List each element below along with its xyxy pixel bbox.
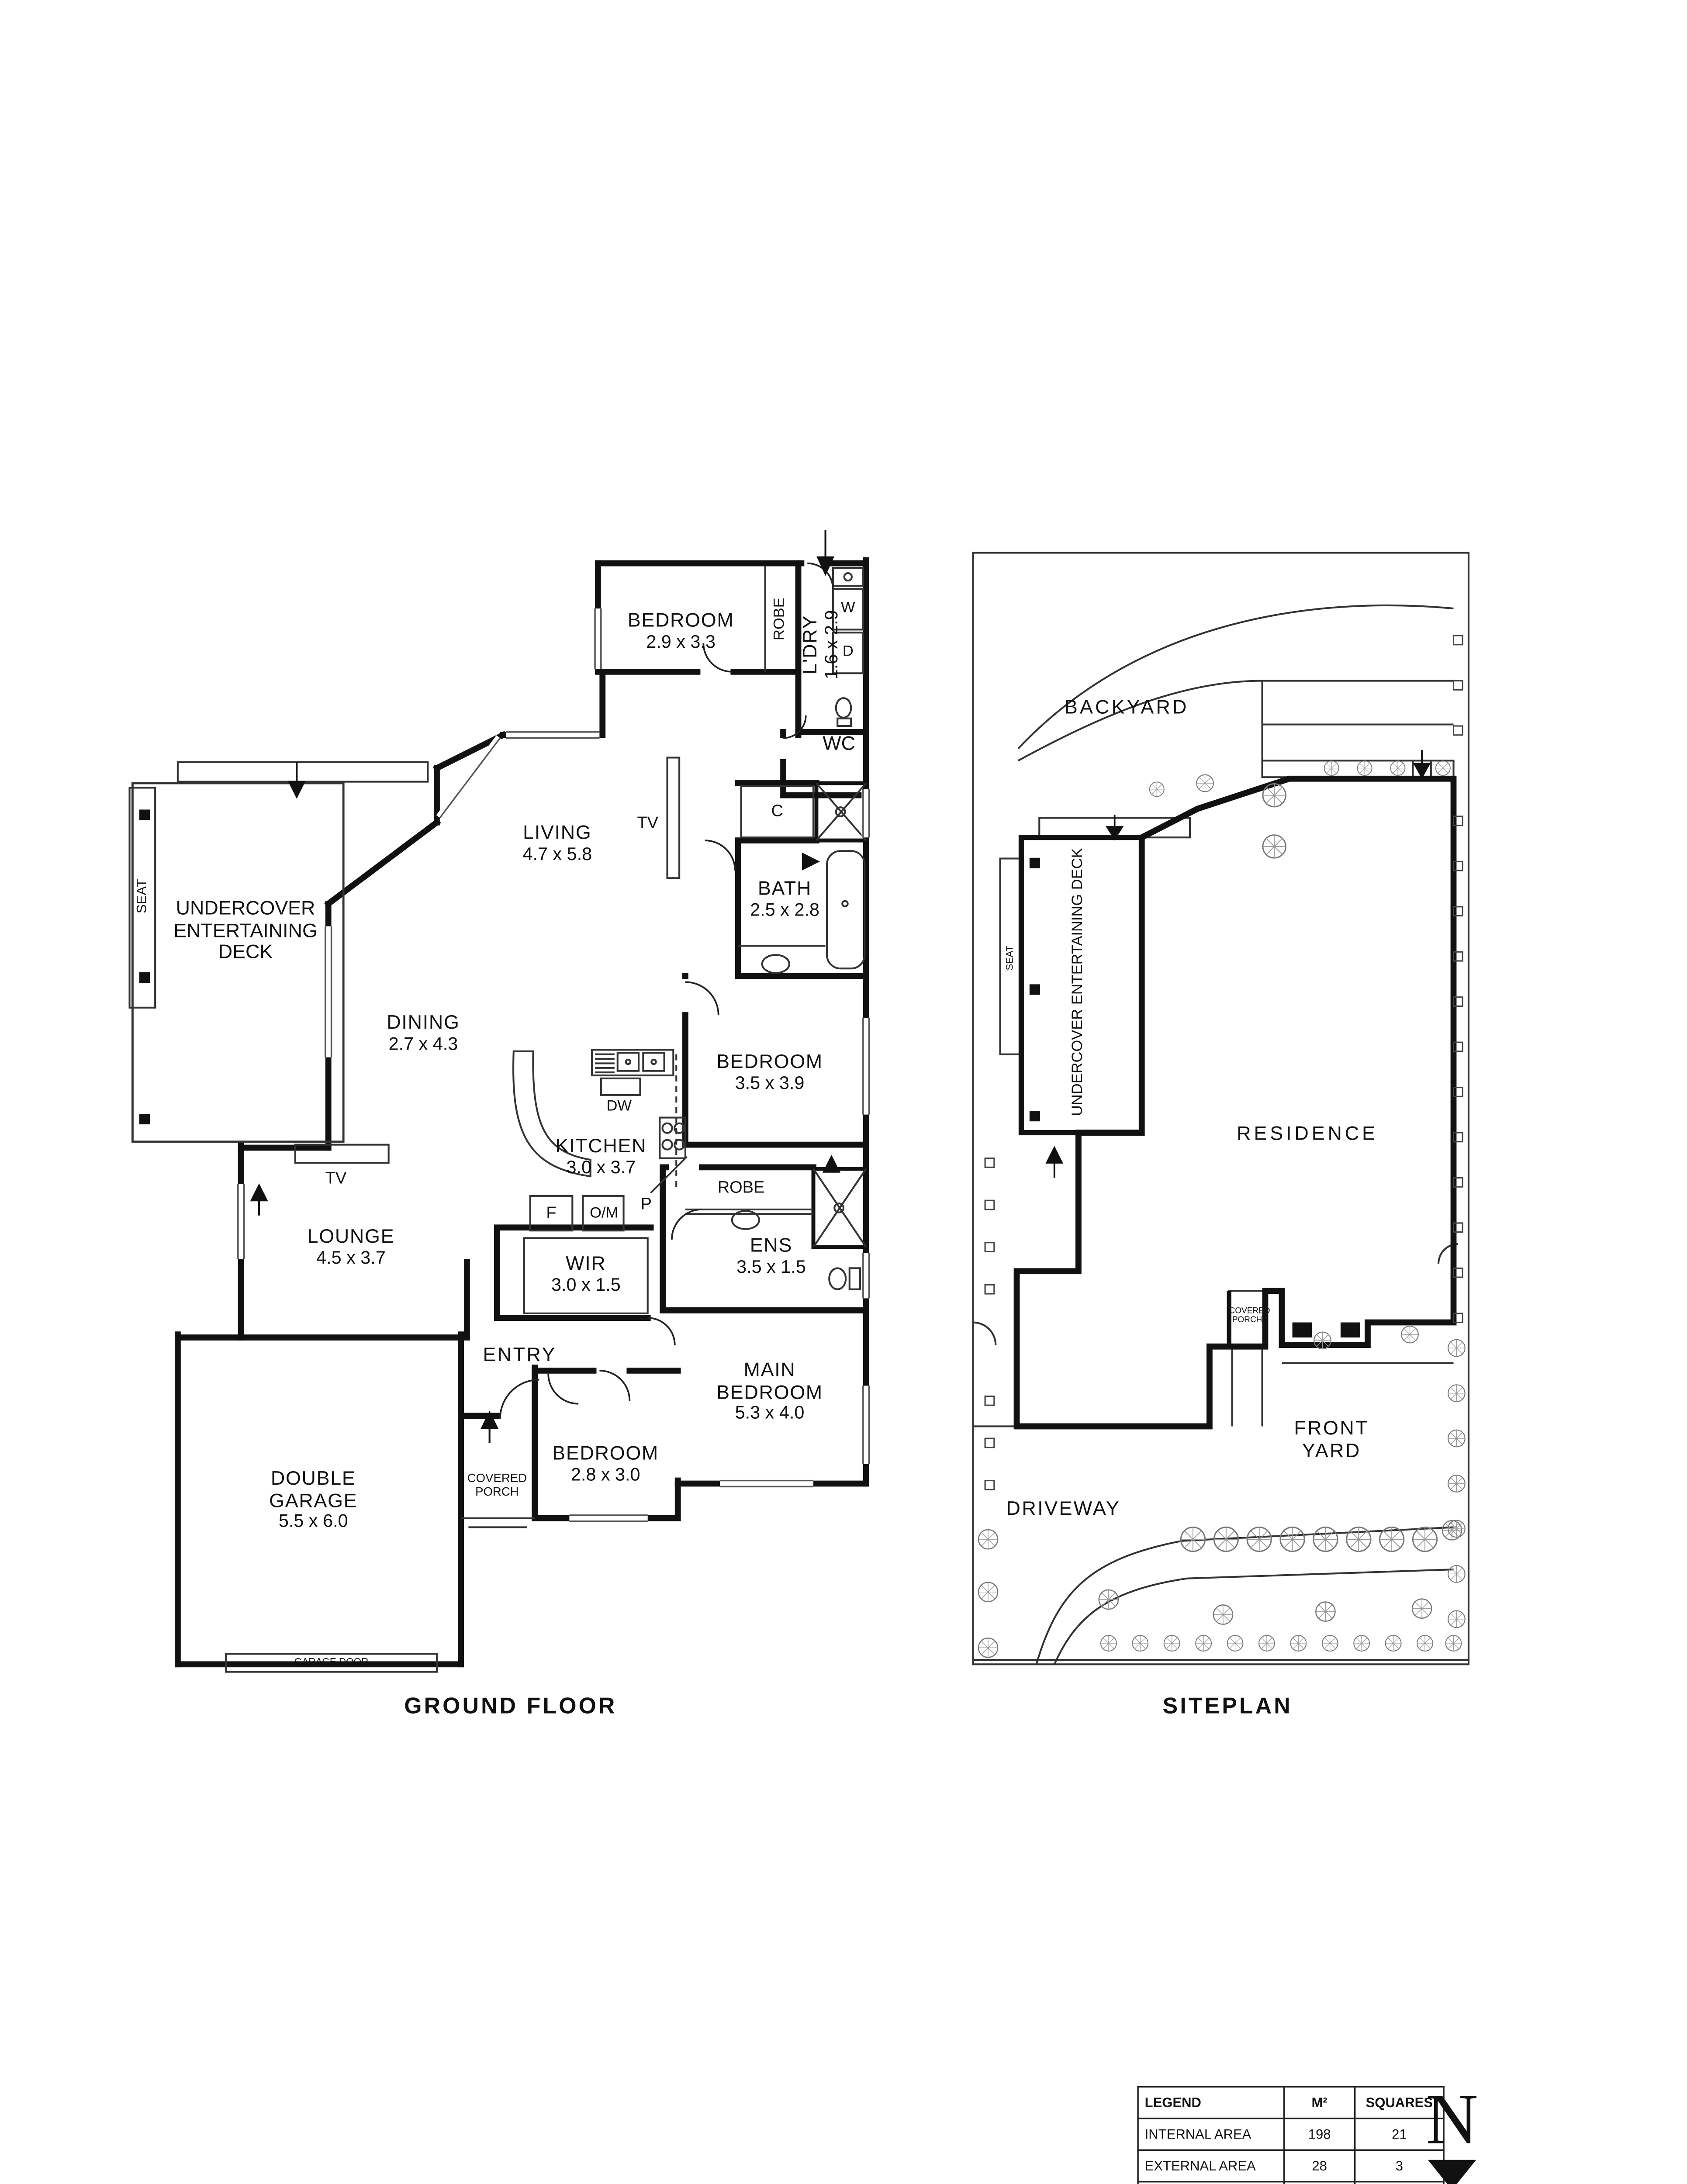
legend-cell: 198 xyxy=(1283,2118,1356,2151)
door-arcs xyxy=(499,562,834,1419)
washer-label: W xyxy=(841,600,855,617)
siteplan-backyard-label: BACKYARD xyxy=(1064,695,1189,718)
room-label-kitchen: KITCHEN 3.0 x 3.7 xyxy=(555,1134,647,1177)
windows xyxy=(236,608,871,1523)
entry-label: ENTRY xyxy=(483,1343,557,1366)
siteplan-arrows xyxy=(1045,750,1431,1178)
trees-group xyxy=(978,760,1466,1658)
compass: N xyxy=(1417,2084,1487,2184)
tv-living-label: TV xyxy=(637,814,658,833)
room-label-bath: BATH 2.5 x 2.8 xyxy=(750,876,819,920)
legend-header-m2: M² xyxy=(1283,2086,1356,2119)
legend-cell: 226 xyxy=(1283,2181,1356,2184)
room-label-garage: DOUBLE GARAGE 5.5 x 6.0 xyxy=(269,1466,358,1532)
siteplan-steps xyxy=(1292,1322,1360,1338)
room-label-robe-top: ROBE xyxy=(771,598,788,641)
legend-row-external: EXTERNAL AREA 28 3 xyxy=(1137,2149,1445,2183)
legend-cell: EXTERNAL AREA xyxy=(1137,2149,1285,2183)
room-label-dining: DINING 2.7 x 4.3 xyxy=(387,1010,460,1054)
room-label-main-bedroom: MAIN BEDROOM 5.3 x 4.0 xyxy=(716,1358,823,1423)
compass-north-label: N xyxy=(1426,2080,1478,2160)
room-label-laundry: L'DRY 1.6 x 2.9 xyxy=(798,610,842,680)
legend-table: LEGEND M² SQUARES INTERNAL AREA 198 21 E… xyxy=(1137,2086,1445,2184)
cupboard-label: C xyxy=(771,802,783,821)
legend-cell: 21 xyxy=(1354,2118,1445,2151)
dishwasher-label: DW xyxy=(606,1099,632,1116)
legend-cell: INTERNAL AREA xyxy=(1137,2118,1285,2151)
door-gaps xyxy=(596,559,830,1375)
siteplan-deck-squares xyxy=(1029,857,1040,1122)
legend-header-name: LEGEND xyxy=(1137,2086,1285,2119)
siteplan-driveway-label: DRIVEWAY xyxy=(1006,1496,1121,1520)
north-arrow-icon xyxy=(1428,2160,1476,2184)
legend-row-internal: INTERNAL AREA 198 21 xyxy=(1137,2118,1445,2151)
room-label-wc: WC xyxy=(823,731,856,754)
deck-post-squares xyxy=(139,809,150,1125)
room-label-bedroom-front: BEDROOM 2.8 x 3.0 xyxy=(552,1441,659,1485)
siteplan-title: SITEPLAN xyxy=(1162,1693,1293,1720)
siteplan-front-yard-label: FRONT YARD xyxy=(1294,1416,1369,1461)
room-label-ens: ENS 3.5 x 1.5 xyxy=(736,1234,806,1277)
room-label-wir: WIR 3.0 x 1.5 xyxy=(551,1251,621,1295)
dryer-label: D xyxy=(842,643,854,660)
room-label-deck: UNDERCOVER ENTERTAINING DECK xyxy=(173,896,318,963)
siteplan-seat-label: SEAT xyxy=(1005,945,1016,971)
oven-micro-label: O/M xyxy=(590,1205,619,1222)
siteplan-posts xyxy=(984,635,1463,1490)
direction-arrows xyxy=(250,530,840,1443)
siteplan-covered-porch-label: COVERED PORCH xyxy=(1229,1307,1270,1326)
seat-label: SEAT xyxy=(134,879,149,914)
legend-header-squares: SQUARES xyxy=(1354,2086,1445,2119)
ground-floor-fixtures xyxy=(128,566,867,1673)
legend-row-total: TOTAL 226 24 xyxy=(1137,2181,1445,2184)
legend-cell: 28 xyxy=(1283,2149,1356,2183)
covered-porch-label: COVERED PORCH xyxy=(467,1472,527,1499)
siteplan-residence-outline xyxy=(1013,775,1457,1430)
pantry-label: P xyxy=(640,1196,652,1214)
fridge-label: F xyxy=(546,1205,557,1223)
ground-floor-title: GROUND FLOOR xyxy=(404,1693,617,1720)
siteplan-deck-label: UNDERCOVER ENTERTAINING DECK xyxy=(1070,848,1087,1116)
ground-floor-walls xyxy=(174,557,869,1668)
room-label-lounge: LOUNGE 4.5 x 3.7 xyxy=(307,1224,395,1268)
room-label-bedroom-top: BEDROOM 2.9 x 3.3 xyxy=(627,608,734,652)
room-label-living: LIVING 4.7 x 5.8 xyxy=(522,821,592,864)
legend-cell: TOTAL xyxy=(1137,2181,1285,2184)
siteplan-residence-label: RESIDENCE xyxy=(1237,1121,1378,1144)
garage-door-label: GARAGE DOOR xyxy=(294,1657,369,1668)
robe-main-label: ROBE xyxy=(717,1179,765,1197)
tv-lounge-label: TV xyxy=(325,1170,347,1189)
room-label-bedroom-mid: BEDROOM 3.5 x 3.9 xyxy=(716,1050,823,1093)
